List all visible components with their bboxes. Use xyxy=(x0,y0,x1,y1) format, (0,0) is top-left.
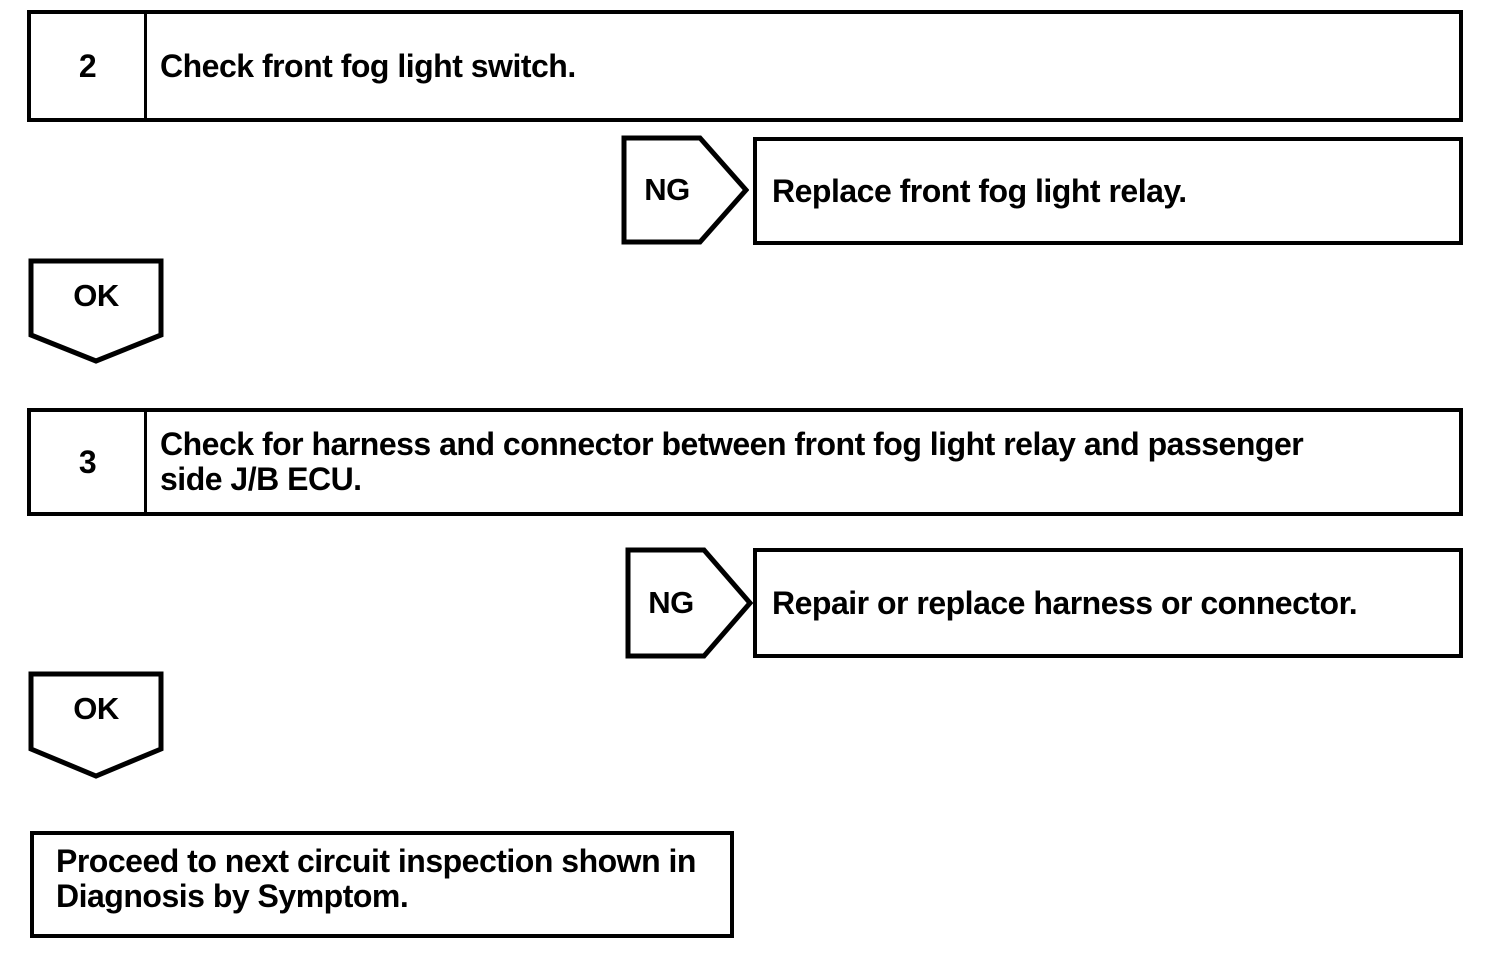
ng-connector-2: NG xyxy=(625,547,753,659)
ng-arrow-icon xyxy=(621,135,749,245)
ok-connector-2-label: OK xyxy=(73,691,119,726)
ng-action-1-box: Replace front fog light relay. xyxy=(753,137,1463,245)
ok-connector-2: OK xyxy=(28,671,164,779)
ok-connector-1: OK xyxy=(28,258,164,364)
ng-connector-1-label: NG xyxy=(644,172,690,207)
step-3-number: 3 xyxy=(31,412,147,512)
ng-action-2-box: Repair or replace harness or connector. xyxy=(753,548,1463,658)
terminal-box: Proceed to next circuit inspection shown… xyxy=(30,831,734,938)
ng-connector-2-label: NG xyxy=(648,585,694,620)
ok-arrow-icon xyxy=(28,258,164,364)
step-2-number: 2 xyxy=(31,14,147,118)
step-3-box: 3 Check for harness and connector betwee… xyxy=(27,408,1463,516)
ok-connector-1-label: OK xyxy=(73,278,119,313)
step-3-instruction: Check for harness and connector between … xyxy=(160,426,1304,497)
ng-connector-1: NG xyxy=(621,135,749,245)
step-2-instruction: Check front fog light switch. xyxy=(160,47,576,84)
ok-arrow-icon xyxy=(28,671,164,779)
step-2-box: 2 Check front fog light switch. xyxy=(27,10,1463,122)
ng-arrow-icon xyxy=(625,547,753,659)
